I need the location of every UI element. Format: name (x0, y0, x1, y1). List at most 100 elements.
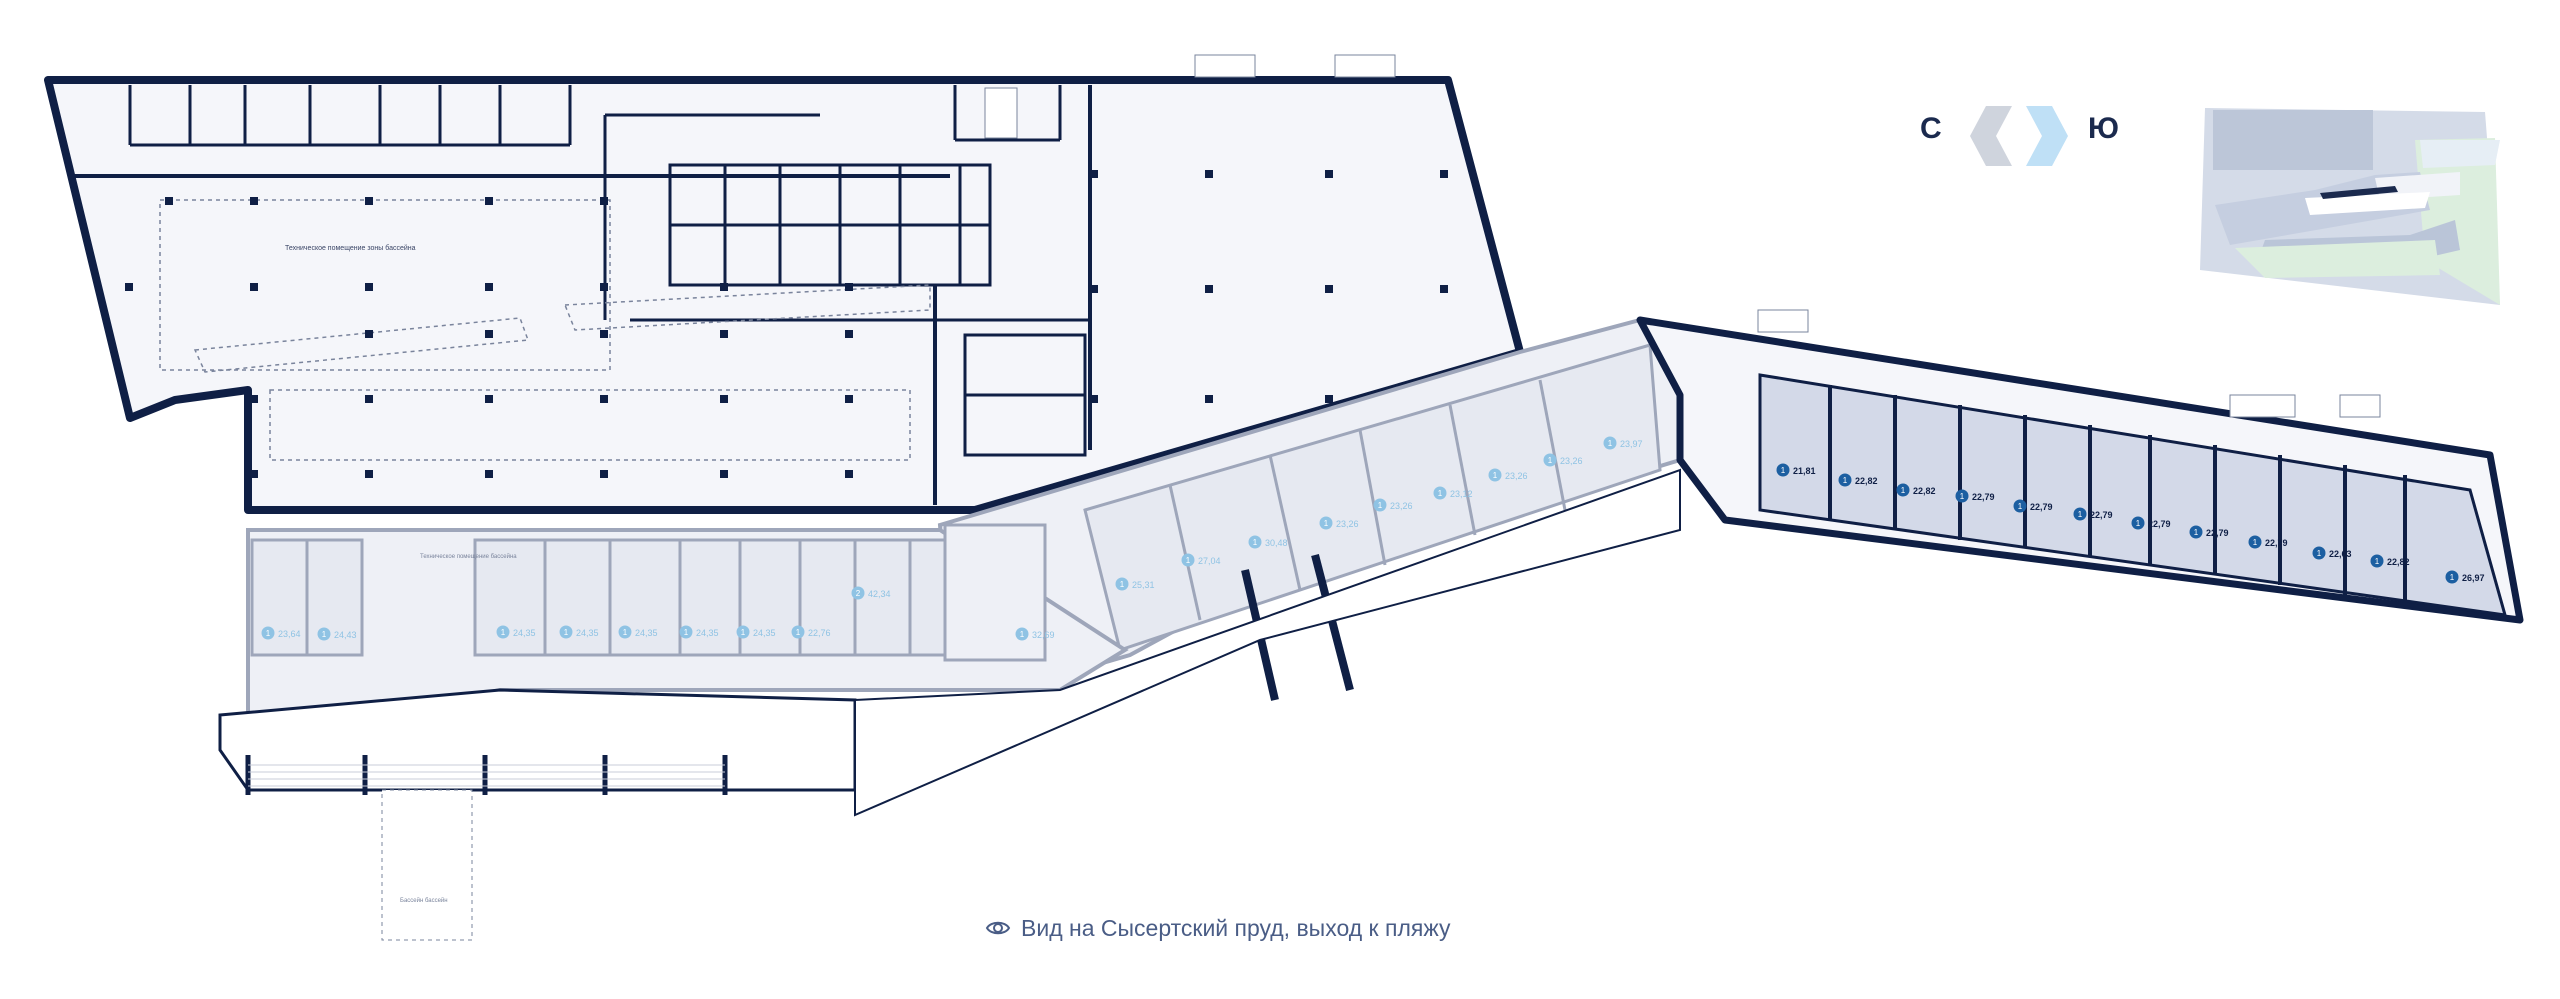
svg-text:1: 1 (741, 628, 746, 637)
room-count-badge (559, 625, 573, 639)
svg-text:1: 1 (1378, 501, 1383, 510)
apartment-unit[interactable]: 1 24,35 (679, 625, 719, 639)
svg-text:1: 1 (1120, 580, 1125, 589)
room-count-badge (1488, 468, 1502, 482)
svg-text:1: 1 (2317, 549, 2322, 558)
svg-text:1: 1 (1843, 476, 1848, 485)
svg-text:1: 1 (1186, 556, 1191, 565)
svg-text:1: 1 (501, 628, 506, 637)
apartments-center: 1 25,31 1 27,04 1 30,48 1 23,26 1 23,26 … (1115, 436, 1643, 591)
apartment-area: 22,79 (2265, 538, 2288, 548)
svg-text:1: 1 (796, 628, 801, 637)
svg-text:1: 1 (564, 628, 569, 637)
room-count-badge (1838, 473, 1852, 487)
apartment-unit[interactable]: 1 22,79 (2013, 499, 2053, 513)
apartment-unit[interactable]: 1 24,43 (317, 627, 357, 641)
apartment-unit[interactable]: 1 22,79 (2131, 516, 2171, 530)
apartment-unit[interactable]: 1 22,63 (2312, 546, 2352, 560)
apartment-area: 42,34 (868, 589, 891, 599)
apartment-unit[interactable]: 1 22,79 (2073, 507, 2113, 521)
room-count-badge (736, 625, 750, 639)
apartment-unit[interactable]: 1 30,48 (1248, 535, 1288, 549)
room-count-badge (2013, 499, 2027, 513)
apartment-area: 24,35 (635, 628, 658, 638)
site-locator-map (2200, 108, 2500, 305)
apartment-unit[interactable]: 1 25,31 (1115, 577, 1155, 591)
room-count-badge (1115, 577, 1129, 591)
apartment-area: 22,79 (2030, 502, 2053, 512)
apartment-unit[interactable]: 1 22,79 (2189, 525, 2229, 539)
svg-text:1: 1 (1020, 630, 1025, 639)
compass-north-letter: С (1920, 112, 1942, 145)
apartment-unit[interactable]: 1 32,69 (1015, 627, 1055, 641)
apartments-east: 1 21,81 1 22,82 1 22,82 1 22,79 1 22,79 … (1776, 463, 2485, 584)
room-count-badge (2073, 507, 2087, 521)
apartment-unit[interactable]: 1 23,26 (1319, 516, 1359, 530)
apartment-unit[interactable]: 1 22,82 (1896, 483, 1936, 497)
room-count-badge (1955, 489, 1969, 503)
svg-text:1: 1 (1608, 439, 1613, 448)
hall-zone-label: Техническое помещение зоны бассейна (285, 244, 416, 252)
apartment-unit[interactable]: 1 22,76 (791, 625, 831, 639)
west-wing: Техническое помещение бассейна (246, 523, 1129, 717)
apartment-unit[interactable]: 1 24,35 (618, 625, 658, 639)
room-count-badge (496, 625, 510, 639)
apartment-unit[interactable]: 1 24,35 (559, 625, 599, 639)
apartment-area: 23,26 (1505, 471, 1528, 481)
apartment-unit[interactable]: 1 23,64 (261, 626, 301, 640)
apartment-area: 23,12 (1450, 489, 1473, 499)
room-count-badge (1181, 553, 1195, 567)
apartment-unit[interactable]: 1 24,35 (736, 625, 776, 639)
svg-text:1: 1 (2194, 528, 2199, 537)
apartment-unit[interactable]: 1 23,26 (1373, 498, 1413, 512)
svg-text:1: 1 (2450, 573, 2455, 582)
apartment-area: 22,76 (808, 628, 831, 638)
room-count-badge (2248, 535, 2262, 549)
apartment-unit[interactable]: 1 23,12 (1433, 486, 1473, 500)
east-wing (1636, 309, 2524, 624)
apartment-area: 27,04 (1198, 556, 1221, 566)
apartment-unit[interactable]: 1 27,04 (1181, 553, 1221, 567)
apartment-unit[interactable]: 1 24,35 (496, 625, 536, 639)
apartment-area: 23,26 (1336, 519, 1359, 529)
compass-arrows-icon (1970, 106, 2068, 166)
svg-text:2: 2 (856, 589, 861, 598)
room-count-badge (1433, 486, 1447, 500)
apartment-unit[interactable]: 1 26,97 (2445, 570, 2485, 584)
apartment-unit[interactable]: 1 23,26 (1488, 468, 1528, 482)
apartment-area: 22,82 (1855, 476, 1878, 486)
room-count-badge (791, 625, 805, 639)
apartment-unit[interactable]: 1 22,79 (1955, 489, 1995, 503)
room-count-badge (2312, 546, 2326, 560)
apartments-west: 1 23,64 1 24,43 1 24,35 1 24,35 1 24,35 … (261, 586, 1055, 641)
apartment-unit[interactable]: 1 23,97 (1603, 436, 1643, 450)
compass-orientation: С Ю (1920, 100, 2120, 172)
eye-icon (985, 921, 1011, 935)
apartment-area: 22,79 (2090, 510, 2113, 520)
apartment-unit[interactable]: 1 22,82 (1838, 473, 1878, 487)
svg-text:1: 1 (1493, 471, 1498, 480)
room-count-badge (2131, 516, 2145, 530)
apartment-unit[interactable]: 1 22,82 (2370, 554, 2410, 568)
room-count-badge (618, 625, 632, 639)
apartment-unit[interactable]: 2 42,34 (851, 586, 891, 600)
room-count-badge (1319, 516, 1333, 530)
apartment-area: 23,26 (1390, 501, 1413, 511)
svg-text:1: 1 (322, 630, 327, 639)
room-count-badge (679, 625, 693, 639)
apartment-area: 22,79 (2206, 528, 2229, 538)
view-caption-text: Вид на Сысертский пруд, выход к пляжу (1021, 914, 1451, 941)
svg-text:1: 1 (1781, 466, 1786, 475)
apartment-unit[interactable]: 1 23,26 (1543, 453, 1583, 467)
svg-text:1: 1 (1548, 456, 1553, 465)
room-count-badge (1373, 498, 1387, 512)
room-count-badge (2189, 525, 2203, 539)
view-caption: Вид на Сысертский пруд, выход к пляжу (985, 912, 1450, 944)
room-count-badge (1896, 483, 1910, 497)
apartment-unit[interactable]: 1 21,81 (1776, 463, 1816, 477)
room-count-badge (1015, 627, 1029, 641)
apartment-area: 22,63 (2329, 549, 2352, 559)
room-count-badge (851, 586, 865, 600)
apartment-unit[interactable]: 1 22,79 (2248, 535, 2288, 549)
